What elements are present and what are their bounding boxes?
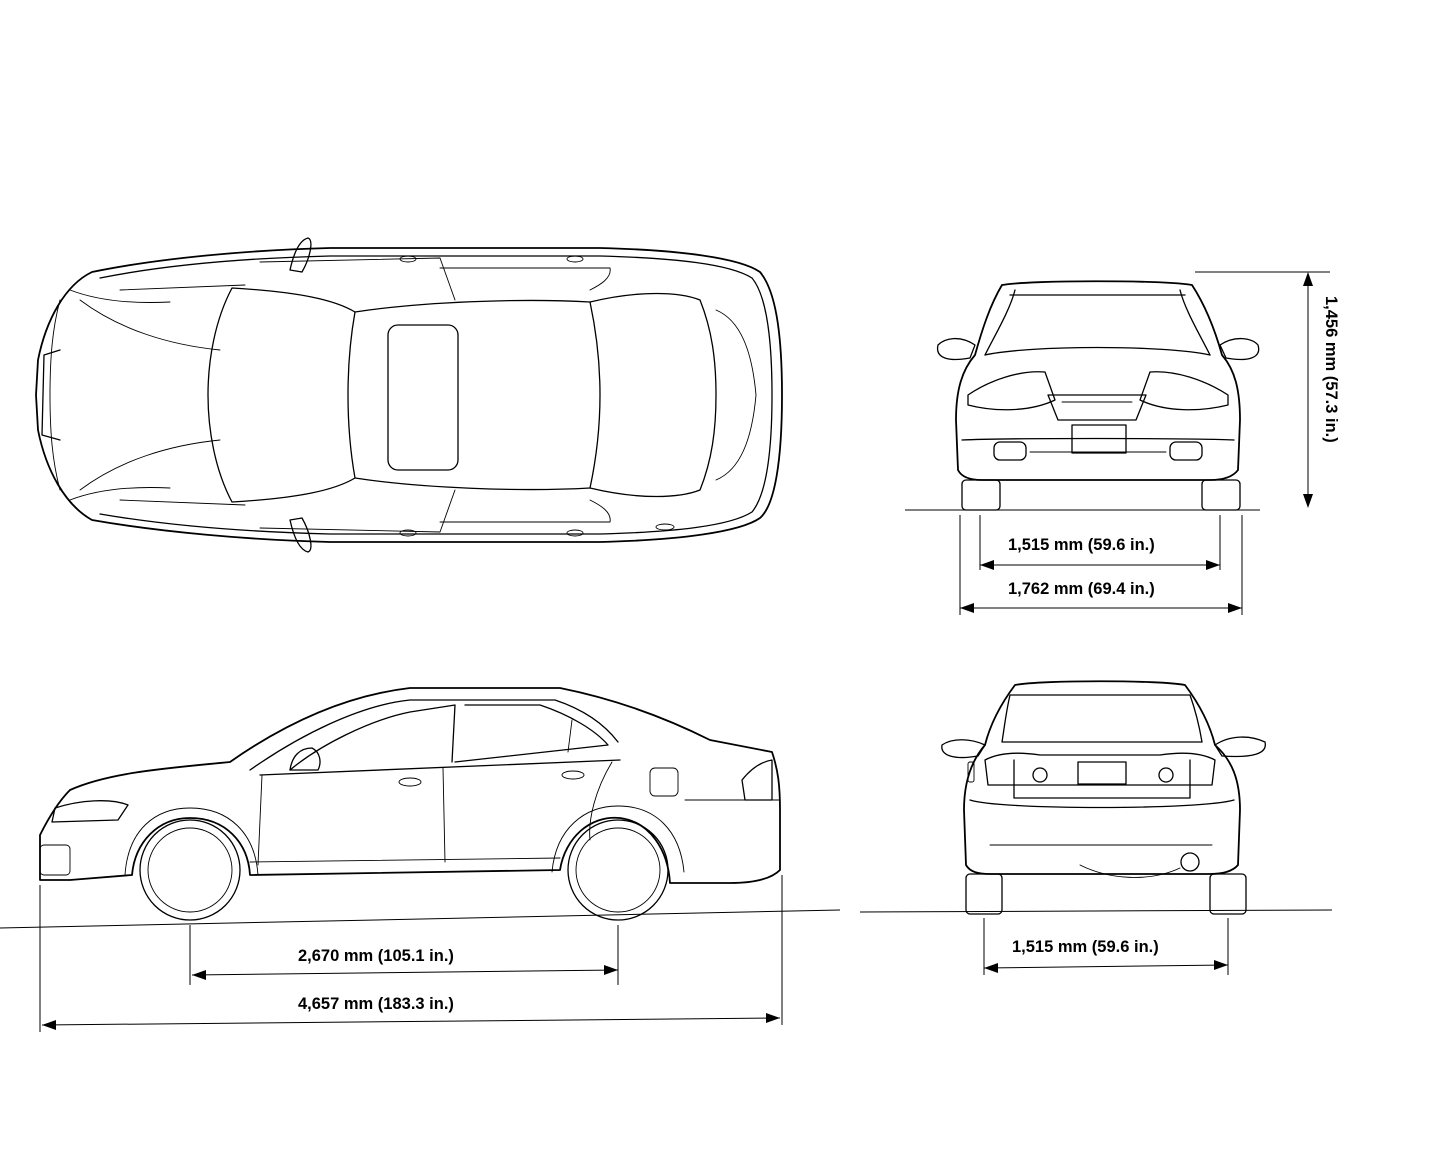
dimension-height: 1,456 mm (57.3 in.) bbox=[1195, 271, 1340, 508]
dimension-front-track: 1,515 mm (59.6 in.) bbox=[979, 515, 1221, 570]
dimension-overall-width: 1,762 mm (69.4 in.) bbox=[959, 515, 1243, 615]
front-track-label: 1,515 mm (59.6 in.) bbox=[1008, 536, 1155, 554]
dimension-overall-length: 4,657 mm (183.3 in.) bbox=[39, 875, 783, 1032]
dimension-wheelbase: 2,670 mm (105.1 in.) bbox=[189, 925, 619, 985]
overall-width-label: 1,762 mm (69.4 in.) bbox=[1008, 580, 1155, 598]
rear-view bbox=[941, 680, 1266, 915]
top-view bbox=[35, 237, 783, 553]
wheelbase-label: 2,670 mm (105.1 in.) bbox=[298, 947, 454, 965]
overall-length-label: 4,657 mm (183.3 in.) bbox=[298, 995, 454, 1013]
side-view bbox=[39, 687, 781, 921]
ground-lines bbox=[0, 509, 1333, 929]
front-view bbox=[936, 280, 1260, 511]
height-label: 1,456 mm (57.3 in.) bbox=[1322, 296, 1340, 443]
rear-track-label: 1,515 mm (59.6 in.) bbox=[1012, 938, 1159, 956]
dimension-rear-track: 1,515 mm (59.6 in.) bbox=[983, 918, 1229, 975]
